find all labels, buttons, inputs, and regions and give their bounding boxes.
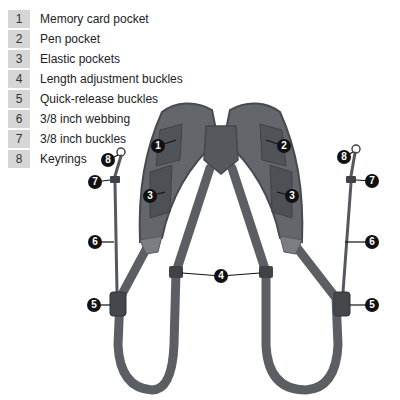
quick-release-buckle xyxy=(334,292,350,316)
part-name: 3/8 inch webbing xyxy=(40,110,130,128)
shoulder-pad xyxy=(224,103,302,242)
center-patch xyxy=(204,126,238,174)
part-name: 3/8 inch buckles xyxy=(40,130,126,148)
part-name: Keyrings xyxy=(40,150,87,168)
webbing xyxy=(115,183,117,292)
adjustment-buckle xyxy=(169,266,183,278)
list-number: 5 xyxy=(8,90,30,108)
list-number: 3 xyxy=(8,50,30,68)
shoulder-pad xyxy=(140,103,218,242)
keyring xyxy=(352,145,360,153)
strap-tab xyxy=(280,236,302,254)
quick-release-buckle xyxy=(110,292,126,316)
part-name: Quick-release buckles xyxy=(40,90,158,108)
adjustment-buckle xyxy=(259,266,273,278)
webbing xyxy=(351,153,355,176)
list-number: 4 xyxy=(8,70,30,88)
callout-number: 7 xyxy=(88,175,102,189)
callout-number: 3 xyxy=(285,189,299,203)
part-name: Memory card pocket xyxy=(40,10,149,28)
callout-number: 5 xyxy=(87,298,101,312)
list-number: 6 xyxy=(8,110,30,128)
callout-number: 2 xyxy=(277,139,291,153)
callout-number: 3 xyxy=(143,189,157,203)
webbing xyxy=(115,156,121,176)
callout-number: 8 xyxy=(337,150,351,164)
leader-lines xyxy=(94,140,372,305)
webbing xyxy=(343,183,351,292)
list-number: 7 xyxy=(8,130,30,148)
list-number: 2 xyxy=(8,30,30,48)
callout-number: 7 xyxy=(365,174,379,188)
keyring xyxy=(117,148,125,156)
strap-tab xyxy=(140,236,162,254)
callout-number: 8 xyxy=(101,153,115,167)
callout-number: 6 xyxy=(88,235,102,249)
callout-number: 5 xyxy=(365,298,379,312)
callout-number: 4 xyxy=(214,269,228,283)
list-number: 1 xyxy=(8,10,30,28)
small-buckle xyxy=(110,176,120,183)
list-number: 8 xyxy=(8,150,30,168)
part-name: Elastic pockets xyxy=(40,50,120,68)
callout-number: 1 xyxy=(151,139,165,153)
callout-number: 6 xyxy=(365,235,379,249)
small-buckle xyxy=(346,176,356,183)
part-name: Pen pocket xyxy=(40,30,100,48)
part-name: Length adjustment buckles xyxy=(40,70,183,88)
